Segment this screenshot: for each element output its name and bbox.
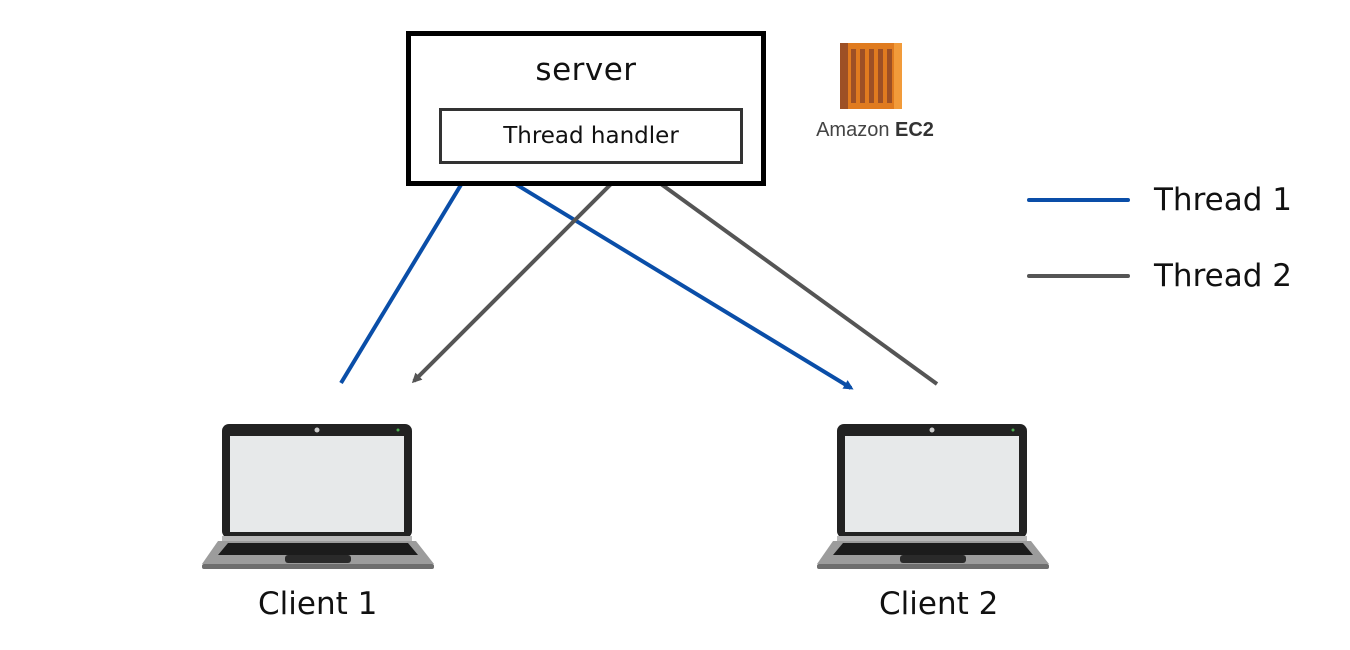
thread-handler-box: Thread handler — [439, 108, 743, 164]
server-title: server — [535, 52, 637, 88]
laptop-icon — [817, 424, 1049, 569]
thread2-arrow-to-client1 — [411, 161, 634, 384]
amazon-ec2-icon — [840, 43, 902, 109]
server-box: server Thread handler — [406, 31, 766, 186]
laptop-icon — [202, 424, 434, 569]
ec2-brand: Amazon — [816, 119, 890, 141]
legend-label-thread1: Thread 1 — [1154, 182, 1292, 218]
amazon-ec2-logo: Amazon EC2 — [810, 43, 940, 153]
amazon-ec2-wordmark: Amazon EC2 — [810, 119, 940, 142]
ec2-product: EC2 — [895, 119, 934, 141]
legend-swatch-thread2 — [1027, 274, 1130, 278]
thread2-line-to-client2 — [630, 161, 939, 386]
client2-label: Client 2 — [879, 586, 999, 622]
client1-laptop — [202, 424, 434, 570]
thread1-arrow-to-client2 — [474, 158, 854, 390]
legend-item-thread1: Thread 1 — [1027, 180, 1292, 220]
legend-label-thread2: Thread 2 — [1154, 258, 1292, 294]
client2-laptop — [817, 424, 1049, 570]
thread1-line-to-client1 — [339, 158, 478, 385]
thread-handler-label: Thread handler — [503, 123, 679, 149]
legend-swatch-thread1 — [1027, 198, 1130, 202]
client1-label: Client 1 — [258, 586, 378, 622]
legend-item-thread2: Thread 2 — [1027, 256, 1292, 296]
